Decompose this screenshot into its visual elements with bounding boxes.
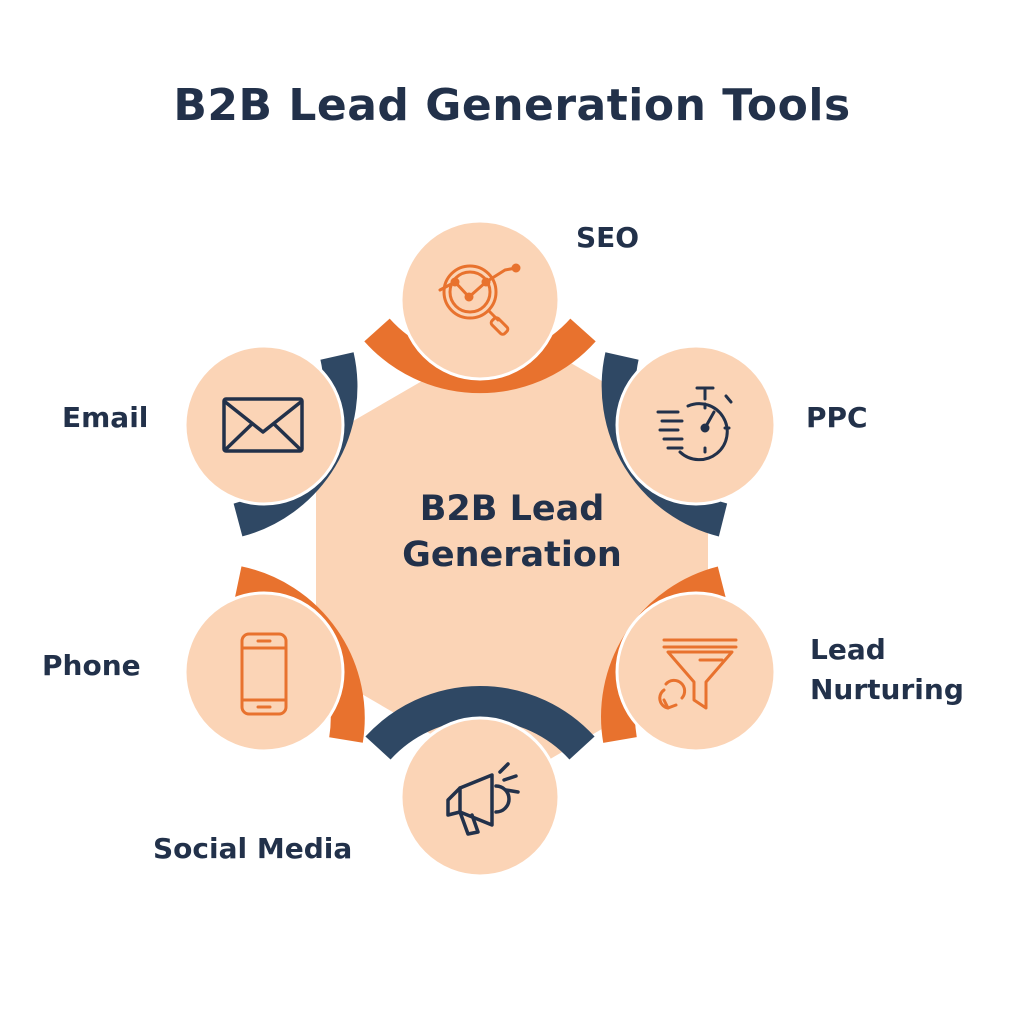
- lead-nurturing-label-line-1: Lead: [810, 633, 886, 666]
- social-media-label: Social Media: [153, 832, 353, 865]
- lead-nurturing-label-line-2: Nurturing: [810, 673, 964, 706]
- email-label: Email: [62, 401, 149, 434]
- ppc-node: [615, 344, 777, 506]
- stopwatch-icon: [656, 386, 733, 462]
- smartphone-icon: [240, 632, 288, 716]
- lead-nurturing-node: [615, 591, 777, 753]
- megaphone-icon: [446, 762, 520, 836]
- social-media-arc: [365, 685, 595, 760]
- lead-nurturing-label: Lead Nurturing: [810, 630, 964, 710]
- phone-label: Phone: [42, 649, 141, 682]
- ppc-label: PPC: [806, 401, 868, 434]
- email-node: [183, 344, 345, 506]
- envelope-icon: [222, 397, 304, 453]
- center-label: B2B Lead Generation: [312, 486, 712, 578]
- center-label-line-2: Generation: [402, 535, 622, 575]
- phone-node: [183, 591, 345, 753]
- seo-label: SEO: [576, 221, 640, 254]
- social-media-node: [399, 716, 561, 878]
- funnel-icon: [658, 638, 738, 710]
- seo-magnifier-chart-icon: [438, 263, 521, 336]
- page-title: B2B Lead Generation Tools: [173, 80, 851, 131]
- seo-node: [399, 219, 561, 381]
- center-label-line-1: B2B Lead: [419, 489, 605, 529]
